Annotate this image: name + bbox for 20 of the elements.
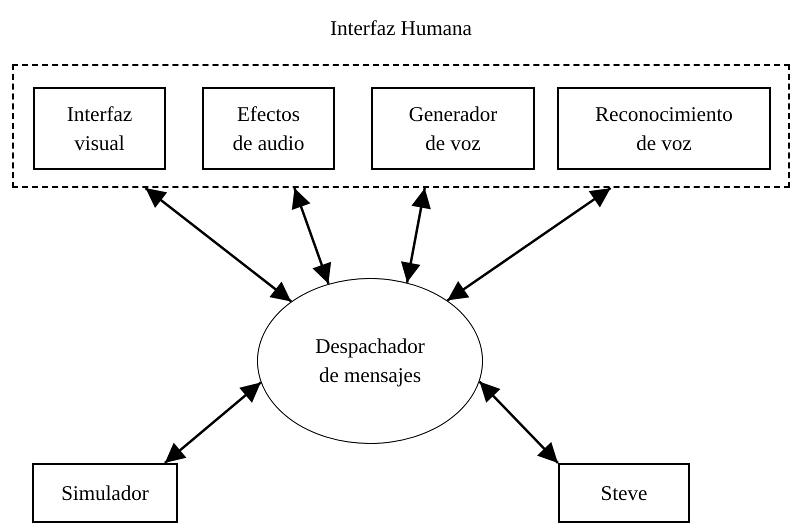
component-box — [202, 87, 335, 170]
double-arrow — [446, 186, 612, 302]
box-label: Simulador — [61, 480, 149, 506]
component-box — [558, 463, 690, 523]
double-arrow — [144, 187, 292, 302]
component-box — [32, 463, 178, 523]
box-label: Reconocimiento de voz — [594, 100, 734, 156]
ellipse-label: Despachador de mensajes — [314, 333, 426, 389]
double-arrow — [400, 188, 431, 283]
component-box — [371, 87, 535, 170]
box-label: Steve — [600, 480, 648, 506]
double-arrow — [292, 188, 332, 284]
component-box — [33, 87, 166, 170]
box-label: Efectos de audio — [232, 100, 306, 156]
component-box — [557, 87, 771, 170]
box-label: Interfaz visual — [66, 100, 134, 156]
double-arrow — [164, 381, 262, 464]
double-arrow — [478, 380, 559, 464]
group-title: Interfaz Humana — [329, 15, 473, 42]
box-label: Generador de voz — [408, 100, 498, 156]
